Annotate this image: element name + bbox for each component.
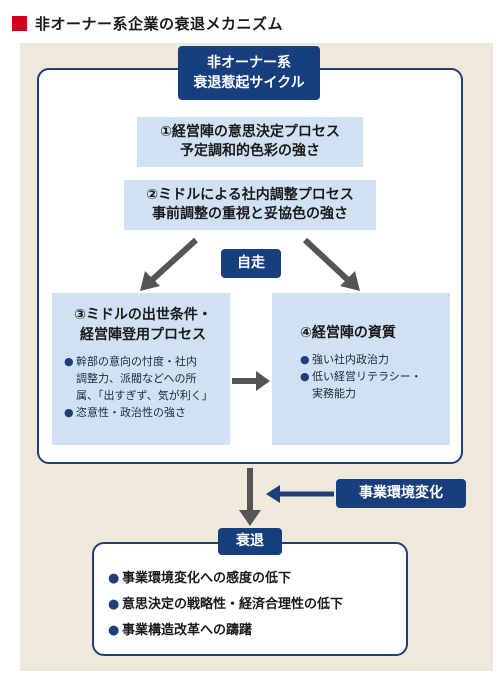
box-decision-process: ①経営陣の意思決定プロセス 予定調和的色彩の強さ: [137, 117, 363, 167]
decline-item-1: 事業環境変化への感度の低下: [122, 571, 292, 586]
diagram-title: 非オーナー系企業の衰退メカニズム: [12, 12, 283, 34]
box3-heading-line-1: ③ミドルの出世条件・: [74, 307, 212, 323]
title-text: 非オーナー系企業の衰退メカニズム: [35, 14, 284, 33]
decline-item-2: 意思決定の戦略性・経済合理性の低下: [122, 597, 344, 612]
arrow-down-right-icon: [302, 237, 360, 291]
decline-frame: ● 事業環境変化への感度の低下 ● 意思決定の戦略性・経済合理性の低下 ● 事業…: [92, 542, 408, 656]
list-item: ● 幹部の意向の忖度・社内 調整力、派閥などへの所 属、「出すぎず、気が利く」: [64, 353, 222, 404]
box1-line-2: 予定調和的色彩の強さ: [180, 143, 320, 159]
box3-bullet-1-line-1: 幹部の意向の忖度・社内: [76, 355, 197, 368]
box-internal-coordination: ②ミドルによる社内調整プロセス 事前調整の重視と妥協色の強さ: [124, 180, 376, 230]
bullet-icon: ●: [300, 370, 310, 383]
business-environment-change-label: 事業環境変化: [336, 479, 466, 508]
box-promotion-process: ③ミドルの出世条件・ 経営陣登用プロセス ● 幹部の意向の忖度・社内 調整力、派…: [52, 293, 230, 445]
bullet-icon: ●: [108, 623, 120, 638]
decline-items: ● 事業環境変化への感度の低下 ● 意思決定の戦略性・経済合理性の低下 ● 事業…: [108, 566, 406, 644]
box4-bullet-2-line-1: 低い経営リテラシー・: [312, 370, 422, 383]
red-square-icon: [12, 15, 27, 31]
box1-line-1: ①経営陣の意思決定プロセス: [160, 124, 340, 140]
self-running-label: 自走: [221, 249, 281, 278]
bullet-icon: ●: [64, 355, 74, 368]
list-item: ● 強い社内政治力: [300, 351, 442, 368]
box4-bullet-2-line-2: 実務能力: [312, 387, 356, 400]
box4-heading: ④経営陣の資質: [300, 325, 396, 341]
list-item: ● 事業構造改革への躊躇: [108, 618, 406, 644]
decline-label: 衰退: [218, 528, 282, 555]
box4-bullets: ● 強い社内政治力 ● 低い経営リテラシー・ 実務能力: [300, 351, 442, 402]
box2-line-1: ②ミドルによる社内調整プロセス: [146, 187, 354, 203]
bullet-icon: ●: [64, 406, 74, 419]
decline-item-3: 事業構造改革への躊躇: [122, 623, 253, 638]
arrow-down-icon: [239, 468, 261, 526]
box-management-qualities: ④経営陣の資質 ● 強い社内政治力 ● 低い経営リテラシー・ 実務能力: [272, 293, 450, 445]
arrow-down-left-icon: [140, 237, 199, 291]
box3-bullet-1-line-2: 調整力、派閥などへの所: [76, 372, 197, 385]
bullet-icon: ●: [300, 353, 310, 366]
cycle-label-line-2: 衰退惹起サイクル: [193, 75, 305, 91]
list-item: ● 恣意性・政治性の強さ: [64, 404, 222, 421]
box2-line-2: 事前調整の重視と妥協色の強さ: [152, 206, 348, 222]
box3-heading-line-2: 経営陣登用プロセス: [80, 327, 206, 343]
box3-bullet-2-line-1: 恣意性・政治性の強さ: [76, 406, 186, 419]
cycle-label: 非オーナー系 衰退惹起サイクル: [178, 46, 320, 100]
arrow-right-icon: [232, 371, 270, 391]
cycle-label-line-1: 非オーナー系: [207, 55, 291, 71]
bullet-icon: ●: [108, 597, 120, 612]
arrow-left-icon: [266, 485, 334, 503]
list-item: ● 意思決定の戦略性・経済合理性の低下: [108, 592, 406, 618]
bullet-icon: ●: [108, 571, 120, 586]
list-item: ● 事業環境変化への感度の低下: [108, 566, 406, 592]
list-item: ● 低い経営リテラシー・ 実務能力: [300, 368, 442, 402]
box4-bullet-1-line-1: 強い社内政治力: [312, 353, 389, 366]
box3-heading: ③ミドルの出世条件・ 経営陣登用プロセス: [64, 305, 222, 345]
box3-bullet-1-line-3: 属、「出すぎず、気が利く」: [76, 389, 213, 402]
box3-bullets: ● 幹部の意向の忖度・社内 調整力、派閥などへの所 属、「出すぎず、気が利く」 …: [64, 353, 222, 421]
